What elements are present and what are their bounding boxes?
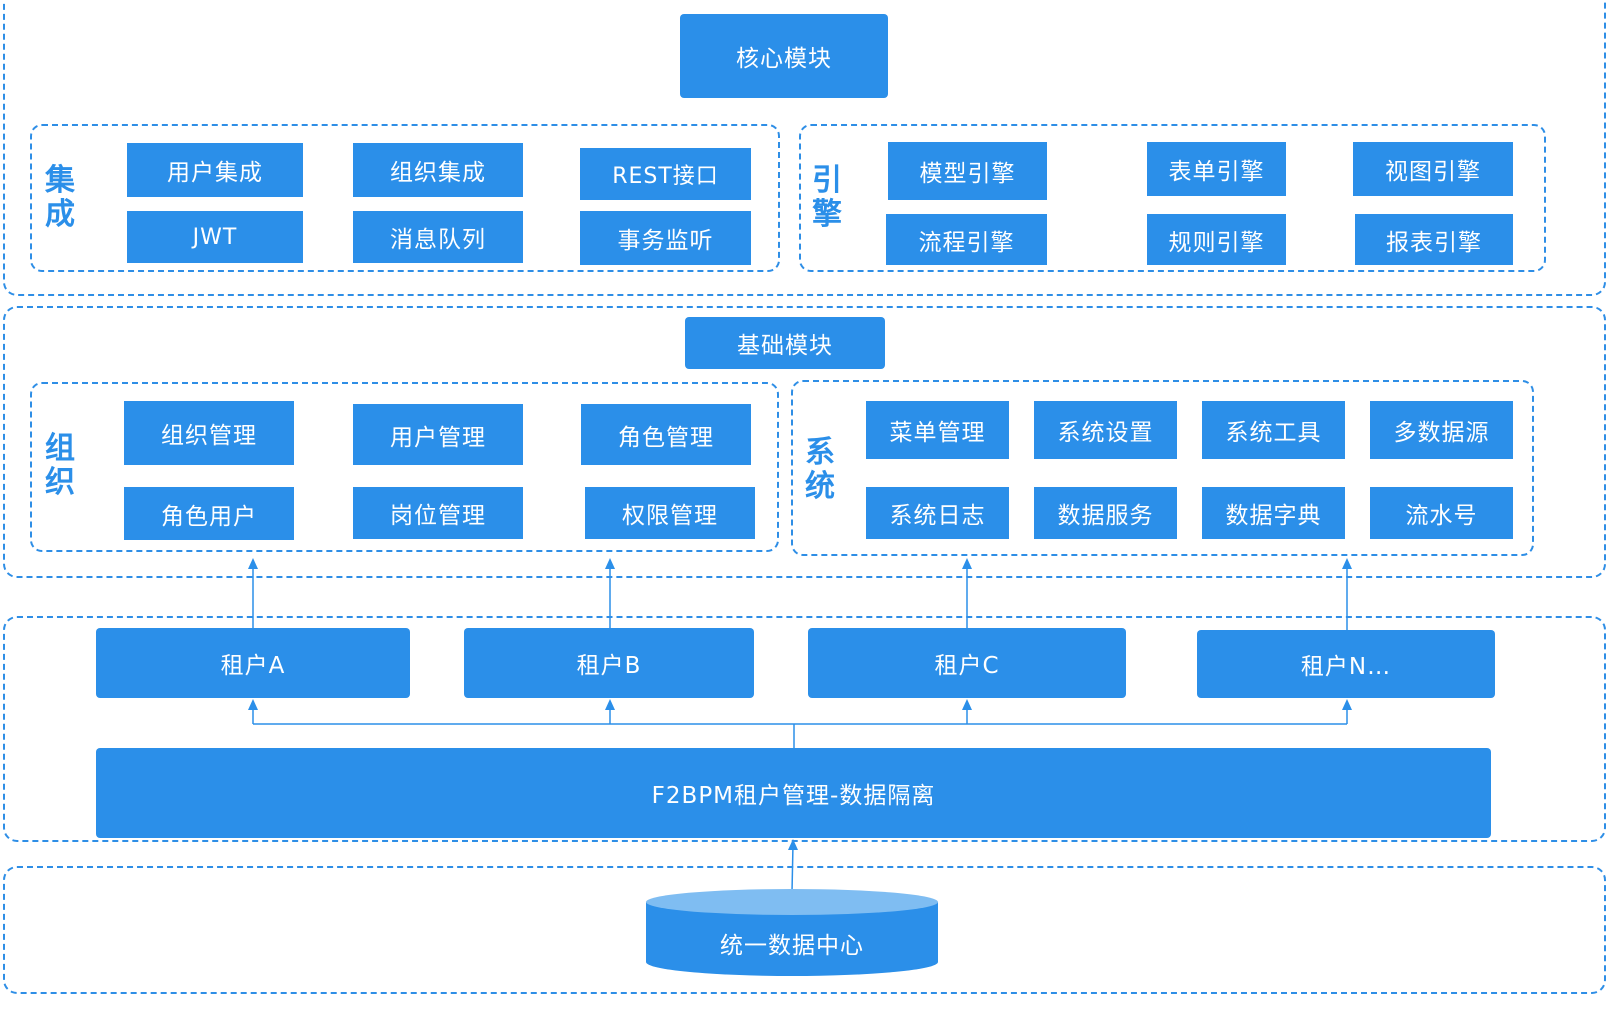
integration-item-org: 组织集成 [353, 143, 523, 197]
engine-group [799, 124, 1546, 272]
engine-item-process: 流程引擎 [886, 214, 1047, 265]
tenant-c: 租户C [808, 628, 1126, 698]
integration-item-user: 用户集成 [127, 143, 303, 197]
engine-item-rule: 规则引擎 [1147, 214, 1286, 265]
engine-item-model: 模型引擎 [888, 142, 1047, 200]
integration-item-rest: REST接口 [580, 148, 751, 200]
org-item-user-mgmt: 用户管理 [353, 404, 523, 465]
core-module-title: 核心模块 [680, 14, 888, 98]
system-item-serial-number: 流水号 [1370, 487, 1513, 539]
integration-item-mq: 消息队列 [353, 211, 523, 263]
org-item-post-mgmt: 岗位管理 [353, 487, 523, 539]
engine-item-view: 视图引擎 [1353, 142, 1513, 196]
tenant-manager-bar: F2BPM租户管理-数据隔离 [96, 748, 1491, 838]
integration-item-jwt: JWT [127, 211, 303, 263]
system-item-menu: 菜单管理 [866, 401, 1009, 459]
base-module-zone [3, 306, 1606, 578]
integration-item-tx-listener: 事务监听 [580, 211, 751, 265]
system-group-label: 系统 [805, 435, 835, 504]
engine-item-report: 报表引擎 [1355, 214, 1513, 265]
engine-group-label: 引擎 [812, 163, 842, 232]
integration-group [30, 124, 780, 272]
system-group [791, 380, 1534, 556]
org-group [30, 382, 779, 552]
org-item-permission-mgmt: 权限管理 [585, 487, 755, 539]
system-item-datasource: 多数据源 [1370, 401, 1513, 459]
tenant-a: 租户A [96, 628, 410, 698]
datacenter-cylinder-icon [646, 889, 938, 976]
base-module-title: 基础模块 [685, 317, 885, 369]
org-group-label: 组织 [45, 431, 75, 500]
engine-item-form: 表单引擎 [1147, 142, 1286, 196]
system-item-data-service: 数据服务 [1034, 487, 1177, 539]
org-item-role-mgmt: 角色管理 [581, 404, 751, 465]
tenant-zone [3, 616, 1606, 842]
system-item-dictionary: 数据字典 [1202, 487, 1345, 539]
org-item-org-mgmt: 组织管理 [124, 401, 294, 465]
core-module-zone [3, 0, 1606, 296]
system-item-settings: 系统设置 [1034, 401, 1177, 459]
system-item-log: 系统日志 [866, 487, 1009, 539]
integration-group-label: 集成 [45, 163, 75, 232]
org-item-role-user: 角色用户 [124, 487, 294, 540]
datacenter-zone [3, 866, 1606, 994]
tenant-n: 租户N… [1197, 630, 1495, 698]
tenant-b: 租户B [464, 628, 754, 698]
datacenter-label: 统一数据中心 [720, 933, 864, 959]
system-item-tools: 系统工具 [1202, 401, 1345, 459]
